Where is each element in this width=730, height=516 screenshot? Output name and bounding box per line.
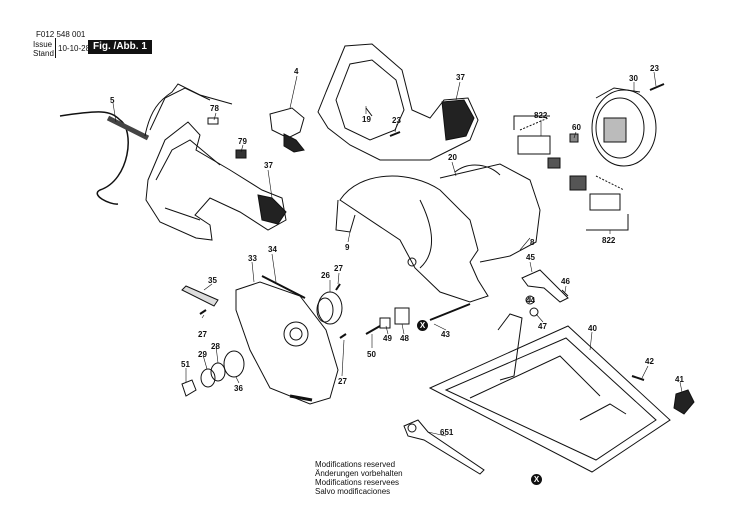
part-label: 822 (602, 236, 616, 245)
part-label: 23 (650, 64, 659, 73)
part-label: 78 (210, 104, 219, 113)
part-label: 26 (321, 271, 330, 280)
modifications-note: Modifications reserved Änderungen vorbeh… (315, 460, 403, 496)
part-label: 42 (645, 357, 654, 366)
part-label: 40 (588, 324, 597, 333)
part-label: 48 (400, 334, 409, 343)
lever-45-drawing (521, 269, 569, 303)
part-label: 43 (441, 330, 450, 339)
flange-26-drawing (316, 291, 343, 325)
part-label: 46 (561, 277, 570, 286)
part-label: 23 (392, 116, 401, 125)
part-label: 37 (264, 161, 273, 170)
brush-cover-drawing (591, 87, 657, 167)
part-label: 19 (362, 115, 371, 124)
note-line: Modifications reservees (315, 478, 400, 487)
part-label: 27 (338, 377, 347, 386)
part-78-drawing (207, 117, 219, 125)
part-label: 35 (208, 276, 217, 285)
power-cord-drawing (59, 83, 233, 205)
pin-43-drawing (429, 303, 471, 321)
note-line: Änderungen vorbehalten (315, 469, 403, 478)
part-47-drawing (529, 307, 539, 317)
washer-29-drawing (200, 368, 216, 388)
motor-housing-drawing (335, 163, 541, 303)
spring-34-drawing (261, 275, 306, 299)
part-label: 20 (448, 153, 457, 162)
note-line: Modifications reserved (315, 460, 396, 469)
part-label: 5 (110, 96, 115, 105)
screw-23-drawing (649, 83, 665, 91)
part-label: 822 (534, 111, 548, 120)
part-79-drawing (235, 149, 247, 159)
part-label: 4 (294, 67, 299, 76)
connection-marker: X (417, 320, 428, 331)
stand-label: Stand (33, 49, 54, 58)
part-label: 9 (345, 243, 350, 252)
handle-housing-left-drawing (145, 121, 287, 241)
lower-guard-drawing (235, 281, 339, 405)
screw-50-drawing (365, 325, 381, 335)
part-label: 45 (526, 253, 535, 262)
switch-drawing (269, 107, 305, 153)
figure-label: Fig. /Abb. 1 (88, 40, 152, 54)
part-label: 28 (211, 342, 220, 351)
header-divider (55, 38, 56, 58)
part-label: 37 (456, 73, 465, 82)
part-label: 60 (572, 123, 581, 132)
wrench-651-drawing (403, 419, 485, 475)
screw-42-drawing (631, 375, 645, 381)
part-label: 29 (198, 350, 207, 359)
base-plate-drawing (428, 313, 671, 473)
part-label: 8 (530, 238, 535, 247)
part-label: 41 (675, 375, 684, 384)
part-label: 33 (248, 254, 257, 263)
issue-date: 10-10-28 (58, 44, 91, 53)
part-label: 651 (440, 428, 454, 437)
document-number: F012 548 001 (36, 30, 86, 39)
part-label: 49 (383, 334, 392, 343)
part-label: 30 (629, 74, 638, 83)
knob-41-drawing (673, 389, 695, 415)
bushing-48-drawing (394, 307, 410, 325)
handle-housing-right-drawing (317, 43, 479, 161)
lever-35-drawing (181, 285, 219, 307)
part-label: 79 (238, 137, 247, 146)
part-label: 36 (234, 384, 243, 393)
issue-label: Issue (33, 40, 53, 49)
note-line: Salvo modificaciones (315, 487, 391, 496)
part-label: 44 (526, 296, 535, 305)
part-46-drawing (561, 289, 569, 297)
part-label: 47 (538, 322, 547, 331)
part-label: 27 (334, 264, 343, 273)
ring-36-drawing (223, 350, 245, 378)
part-label: 34 (268, 245, 277, 254)
part-label: 51 (181, 360, 190, 369)
part-label: 50 (367, 350, 376, 359)
bolt-51-drawing (181, 379, 197, 397)
part-label: 27 (198, 330, 207, 339)
connection-marker: X (531, 474, 542, 485)
part-49-drawing (379, 317, 391, 329)
